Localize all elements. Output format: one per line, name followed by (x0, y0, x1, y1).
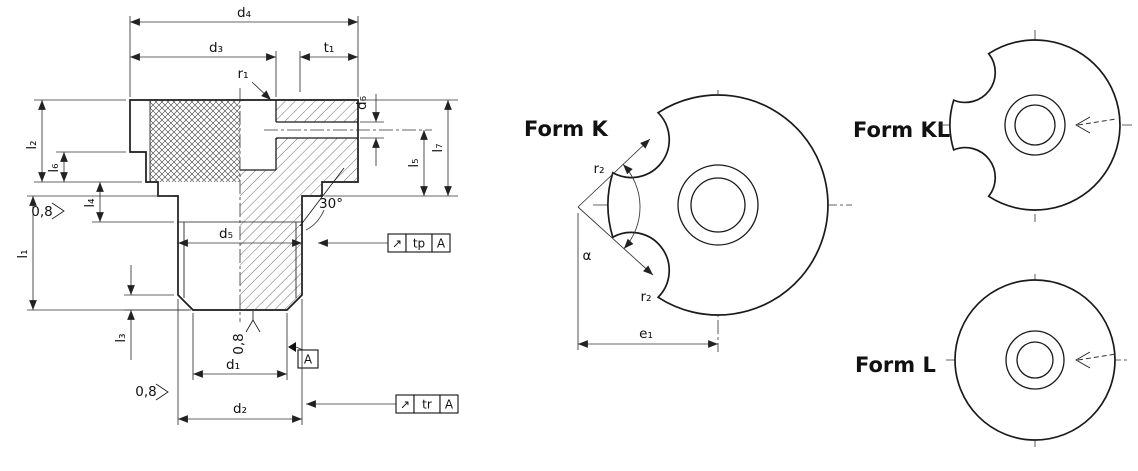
form-l-view: Form L (855, 274, 1128, 447)
form-kl-direction-arrow (1075, 116, 1117, 134)
roughness-value-bottom-left: 0,8 (135, 384, 156, 400)
left-arrow-icon (1075, 116, 1091, 134)
dim-l4: l₄ (82, 182, 174, 223)
form-k-bore-circle (690, 177, 746, 233)
datum-triangle (288, 342, 296, 352)
form-k-hub-circle (677, 164, 759, 246)
dim-d6: d₆ (354, 94, 384, 166)
dim-l6: l₆ (46, 151, 126, 182)
dim-label-d1: d₁ (226, 357, 240, 373)
form-k-outer-contour (607, 94, 829, 316)
dim-label-d5: d₅ (219, 226, 233, 242)
dim-d5: d₅ (178, 226, 302, 247)
tr-symbol-icon: ↗ (400, 398, 410, 412)
sectional-view: d₄ d₃ t₁ r₁ d₆ l₂ (15, 5, 459, 425)
form-k-view: Form K r₂ α r₂ e₁ (524, 90, 852, 352)
dim-label-l2: l₂ (24, 140, 40, 149)
dim-label-d4: d₄ (237, 5, 251, 21)
tr-label: tr (422, 398, 432, 412)
dim-l7: l₇ (360, 99, 458, 196)
dim-label-l7: l₇ (430, 143, 446, 152)
surface-finish-top: 0,8 (31, 202, 65, 220)
tolerance-frame-tp: ↗ tp A (318, 233, 451, 253)
dim-label-l3: l₃ (113, 333, 129, 342)
tp-datum: A (437, 237, 446, 251)
dim-label-t1: t₁ (324, 40, 335, 56)
dim-r1: r₁ (238, 66, 272, 101)
dim-label-l1: l₁ (15, 249, 31, 258)
dim-d1: d₁ (192, 313, 288, 380)
roughness-value-bottom-center: 0,8 (231, 333, 247, 354)
form-k-dim-e1: e₁ (577, 213, 718, 350)
dim-d2: d₂ (177, 299, 303, 425)
form-k-r2-lower-label: r₂ (641, 289, 652, 305)
chamfer-reference-line (299, 167, 345, 227)
form-l-title: Form L (855, 353, 936, 377)
form-kl-hub-circle (1004, 94, 1066, 156)
form-k-title: Form K (524, 117, 608, 141)
section-hatching (240, 100, 358, 310)
form-k-alpha-arc (622, 164, 641, 249)
form-kl-title: Form KL (853, 118, 950, 142)
tolerance-frame-tr: ↗ tr A (306, 394, 459, 414)
form-k-e1-label: e₁ (639, 326, 653, 342)
dim-label-d6: d₆ (354, 96, 370, 110)
dim-l3: l₃ (113, 265, 191, 360)
dim-label-l6: l₆ (46, 163, 62, 172)
roughness-symbol-bottom-center (245, 319, 261, 333)
dim-label-angle: 30° (319, 196, 343, 212)
form-l-outer-contour (954, 279, 1116, 441)
form-kl-outer-contour (949, 39, 1121, 211)
surface-finish-bottom-left: 0,8 (135, 383, 169, 401)
datum-a-callout: A (288, 342, 319, 369)
form-l-direction-arrow (1075, 351, 1117, 369)
form-k-alpha-label: α (583, 248, 592, 264)
tp-symbol-icon: ↗ (392, 237, 402, 251)
dim-label-l4: l₄ (82, 198, 98, 207)
tr-datum: A (445, 398, 454, 412)
knurl-texture (150, 100, 240, 182)
dim-label-r1: r₁ (238, 66, 249, 82)
dim-label-d3: d₃ (209, 40, 223, 56)
roughness-symbol-bottom-left (155, 383, 169, 401)
left-arrow-icon (1075, 351, 1091, 369)
dim-l2: l₂ (24, 99, 142, 183)
form-l-hub-circle (1005, 330, 1065, 390)
form-l-bore-circle (1016, 341, 1054, 379)
dim-label-d2: d₂ (233, 401, 247, 417)
form-k-r2-upper-label: r₂ (594, 161, 605, 177)
surface-finish-bottom-center: 0,8 (231, 311, 261, 355)
dim-angle-30: 30° (305, 196, 343, 231)
form-kl-view: Form KL (853, 30, 1132, 222)
datum-a-label: A (304, 353, 313, 367)
tp-label: tp (413, 237, 425, 251)
form-k-r2-leaders (577, 138, 654, 276)
dim-d3: d₃ (130, 40, 277, 97)
dim-l5: l₅ (324, 130, 458, 197)
roughness-value-top: 0,8 (31, 204, 52, 220)
dim-label-l5: l₅ (406, 158, 422, 167)
roughness-symbol-top (51, 202, 65, 220)
dim-t1: t₁ (299, 40, 358, 92)
form-kl-bore-circle (1014, 104, 1056, 146)
part-geometry (129, 88, 432, 322)
